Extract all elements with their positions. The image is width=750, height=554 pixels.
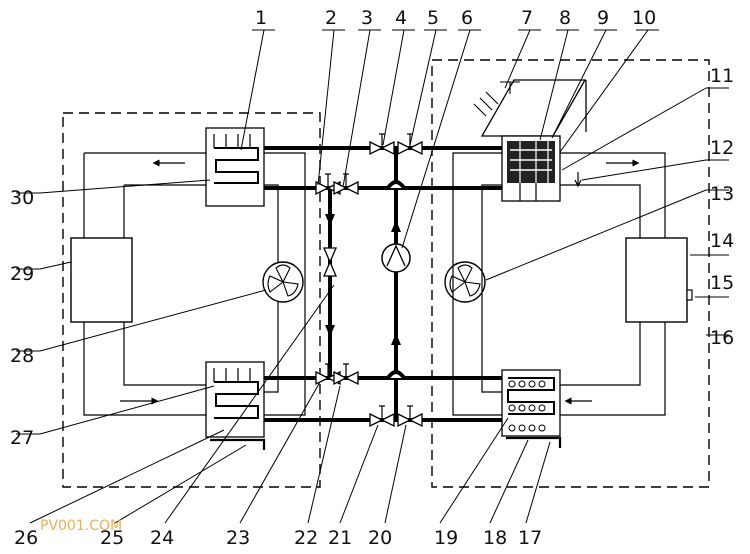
- left-air-arrows: [120, 159, 185, 405]
- label-15: 15: [710, 272, 734, 294]
- label-14: 14: [710, 230, 734, 252]
- label-4: 4: [395, 7, 407, 29]
- right-air-loop: [452, 152, 666, 416]
- flow-arrows: [325, 214, 401, 345]
- solar-collector-7: [473, 79, 587, 137]
- valve-stems: [325, 133, 413, 420]
- label-19: 19: [434, 527, 458, 549]
- label-11: 11: [710, 65, 734, 87]
- label-28: 28: [10, 345, 34, 367]
- label-18: 18: [483, 527, 507, 549]
- fan-28: [262, 261, 304, 303]
- label-27: 27: [10, 427, 34, 449]
- fan-13: [444, 261, 486, 303]
- label-25: 25: [100, 527, 124, 549]
- label-5: 5: [427, 7, 439, 29]
- label-6: 6: [461, 7, 473, 29]
- label-20: 20: [368, 527, 392, 549]
- heat-exchanger-19: [501, 369, 562, 448]
- label-30: 30: [10, 187, 34, 209]
- right-tank-14: [625, 237, 688, 323]
- pipe-crossovers: [386, 180, 406, 380]
- label-8: 8: [559, 7, 571, 29]
- label-22: 22: [294, 527, 318, 549]
- label-9: 9: [597, 7, 609, 29]
- heat-exchanger-27: [205, 361, 266, 450]
- label-3: 3: [361, 7, 373, 29]
- leader-lines: [16, 29, 729, 524]
- watermark: PV001.COM: [40, 518, 122, 534]
- label-17: 17: [518, 527, 542, 549]
- port-15: [686, 289, 693, 301]
- label-13: 13: [710, 183, 734, 205]
- label-21: 21: [328, 527, 352, 549]
- left-tank-29: [70, 237, 133, 323]
- label-24: 24: [150, 527, 174, 549]
- label-16: 16: [710, 327, 734, 349]
- label-10: 10: [632, 7, 656, 29]
- label-23: 23: [226, 527, 250, 549]
- valves: [315, 140, 423, 428]
- right-air-arrows: [564, 159, 640, 405]
- label-26: 26: [14, 527, 38, 549]
- label-1: 1: [255, 7, 267, 29]
- sensor-12: [574, 172, 582, 188]
- heat-exchanger-1: [205, 127, 265, 207]
- label-2: 2: [325, 7, 337, 29]
- label-12: 12: [710, 137, 734, 159]
- pump-6: [381, 243, 411, 273]
- left-enclosure: [62, 112, 321, 488]
- label-29: 29: [10, 263, 34, 285]
- label-7: 7: [521, 7, 533, 29]
- heat-exchanger-8: [501, 135, 561, 202]
